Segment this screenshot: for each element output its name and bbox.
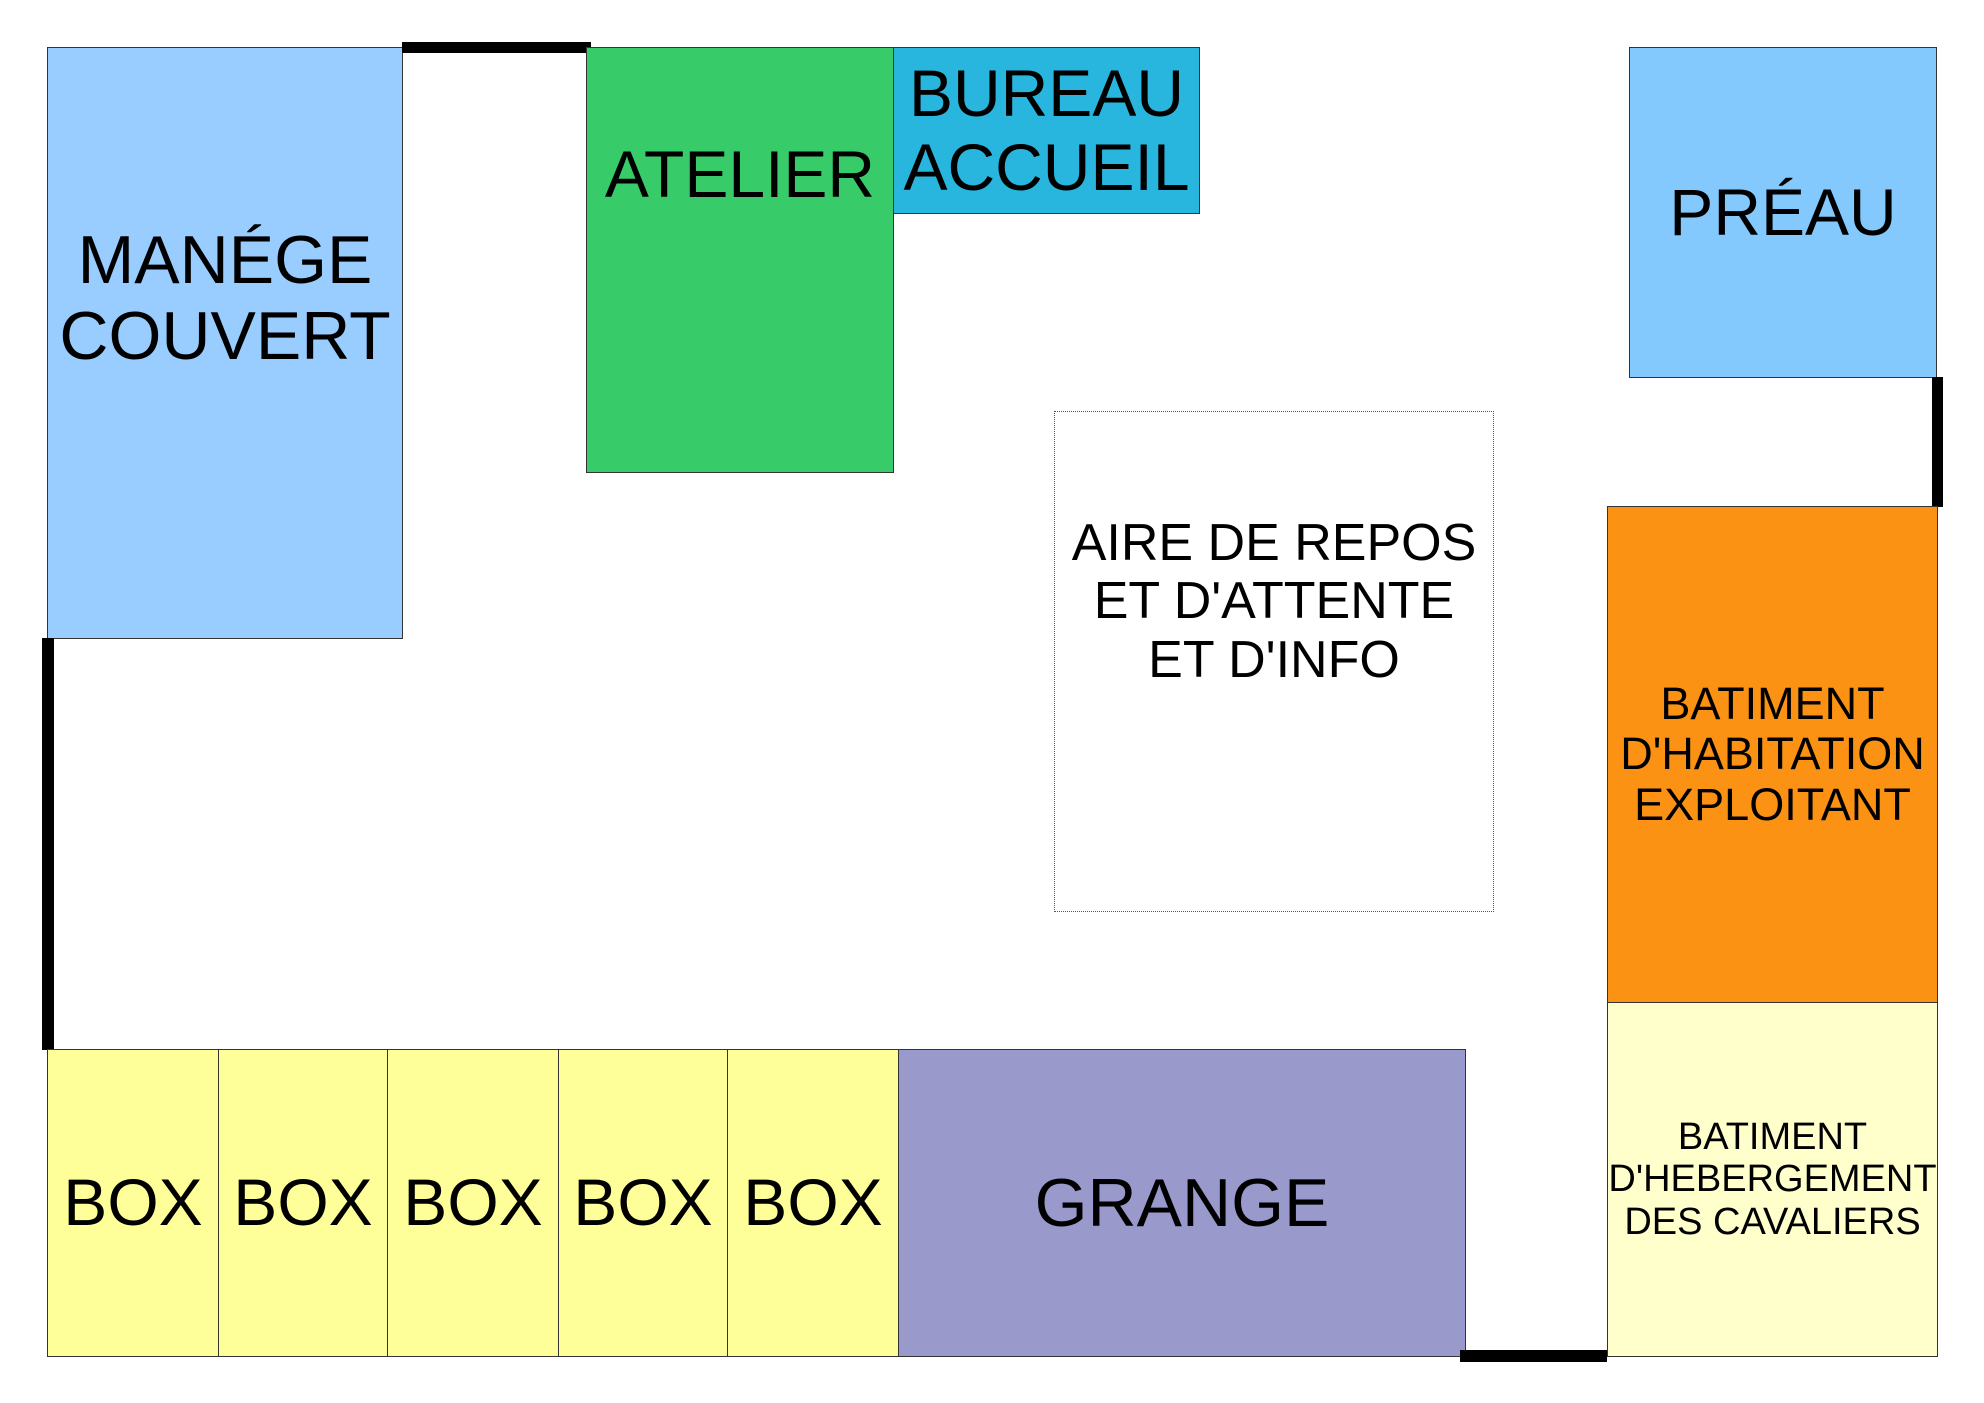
box-label: BOX [743,1165,883,1240]
grange: GRANGE [898,1049,1466,1357]
manege-label: MANÉGE COUVERT [59,221,391,374]
batiment-hebergement: BATIMENT D'HEBERGEMENT DES CAVALIERS [1607,1002,1938,1357]
manege-couvert: MANÉGE COUVERT [47,47,403,639]
batiment-habitation: BATIMENT D'HABITATION EXPLOITANT [1607,506,1938,1003]
box-label: BOX [63,1165,203,1240]
box-5: BOX [727,1049,899,1357]
bureau-accueil: BUREAU ACCUEIL [893,47,1200,214]
wall-top [402,42,591,53]
atelier: ATELIER [586,47,894,473]
wall-left [42,638,54,1050]
box-label: BOX [573,1165,713,1240]
aire-de-repos: AIRE DE REPOS ET D'ATTENTE ET D'INFO [1054,411,1494,912]
aire-label: AIRE DE REPOS ET D'ATTENTE ET D'INFO [1071,514,1477,689]
preau-label: PRÉAU [1669,174,1897,249]
box-1: BOX [47,1049,219,1357]
wall-right [1932,377,1943,507]
box-3: BOX [387,1049,559,1357]
box-2: BOX [218,1049,388,1357]
grange-label: GRANGE [1034,1164,1330,1241]
habitation-label: BATIMENT D'HABITATION EXPLOITANT [1620,677,1925,830]
preau: PRÉAU [1629,47,1937,378]
box-label: BOX [403,1165,543,1240]
wall-bottom [1460,1350,1607,1362]
hebergement-label: BATIMENT D'HEBERGEMENT DES CAVALIERS [1608,1115,1937,1243]
atelier-label: ATELIER [604,137,876,212]
bureau-label: BUREAU ACCUEIL [903,55,1190,204]
box-label: BOX [233,1165,373,1240]
box-4: BOX [558,1049,728,1357]
